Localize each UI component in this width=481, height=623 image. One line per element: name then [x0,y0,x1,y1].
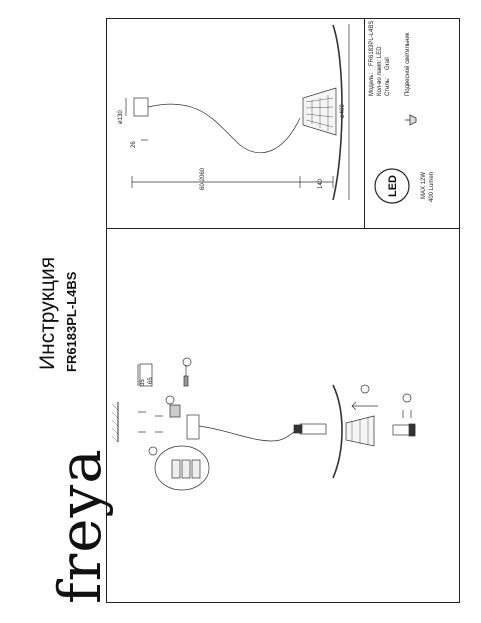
cone-shape [302,87,337,136]
canopy-shape [133,97,149,117]
shade-disc [332,24,343,201]
page-frame [106,18,460,603]
assembly-drawing [111,357,416,491]
led-badge-text: LED [387,175,399,197]
pendant-icon [405,114,417,126]
dimension-drawing [125,24,350,201]
cable-curve [147,103,301,154]
led-badge [374,168,410,204]
divider-horizontal [106,228,460,229]
divider-vertical [364,18,365,228]
